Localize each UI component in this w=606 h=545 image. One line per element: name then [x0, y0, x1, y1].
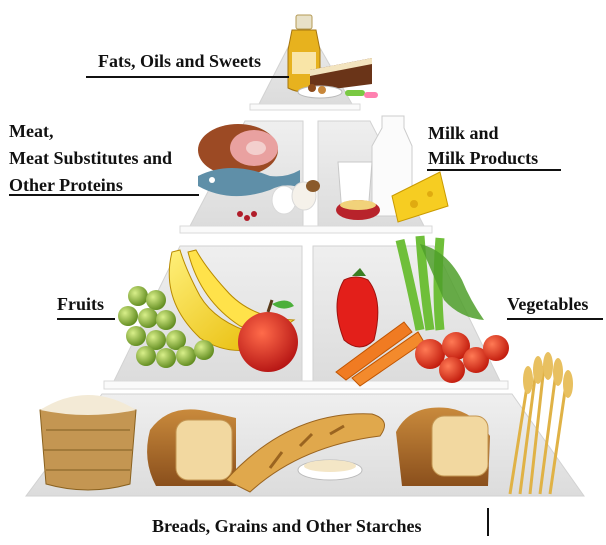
- label-fruits: Fruits: [57, 292, 104, 317]
- label-line: Meat Substitutes and: [9, 145, 172, 172]
- underline-fats: [86, 76, 289, 78]
- label-line: Fruits: [57, 292, 104, 317]
- label-line: Milk and: [428, 121, 538, 146]
- leader-line-grains: [487, 508, 489, 536]
- underline-meat: [9, 194, 199, 196]
- label-meat-proteins: Meat, Meat Substitutes and Other Protein…: [9, 118, 172, 199]
- label-line: Vegetables: [507, 292, 588, 317]
- label-line: Milk Products: [428, 146, 538, 171]
- label-line: Breads, Grains and Other Starches: [152, 514, 422, 539]
- label-fats-oils-sweets: Fats, Oils and Sweets: [98, 49, 261, 74]
- label-line: Fats, Oils and Sweets: [98, 49, 261, 74]
- underline-milk: [427, 169, 561, 171]
- fats-oils-sweets-food: [288, 15, 378, 98]
- underline-fruits: [57, 318, 115, 320]
- label-vegetables: Vegetables: [507, 292, 588, 317]
- label-milk-products: Milk and Milk Products: [428, 121, 538, 171]
- label-line: Meat,: [9, 118, 172, 145]
- underline-vegetables: [507, 318, 603, 320]
- label-breads-grains: Breads, Grains and Other Starches: [152, 514, 422, 539]
